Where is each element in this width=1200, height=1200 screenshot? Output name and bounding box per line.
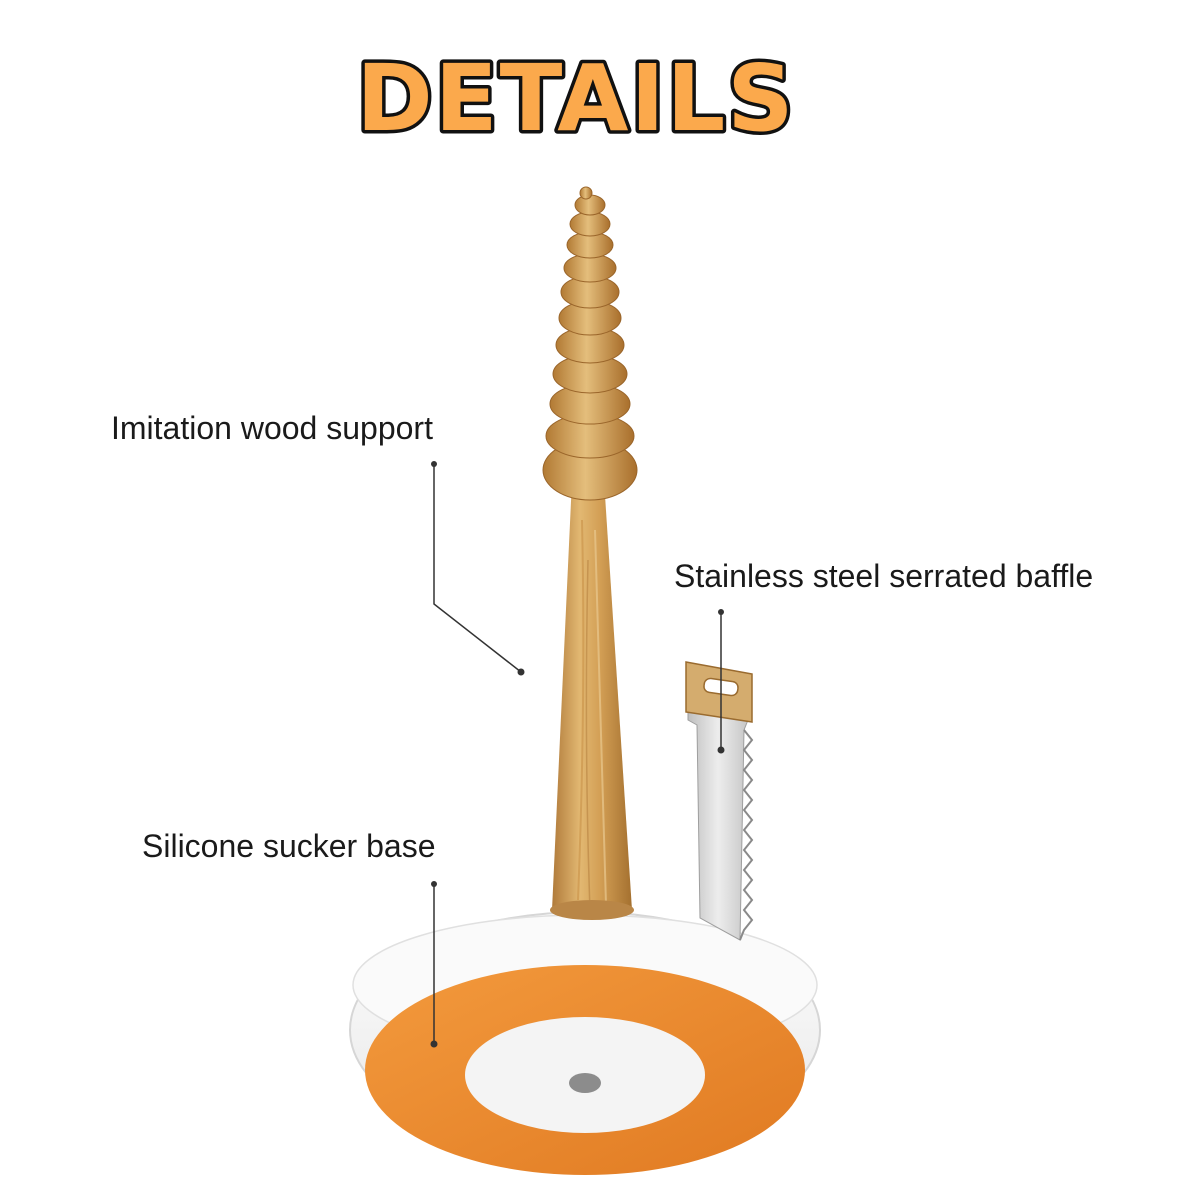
callout-silicone-sucker-base: Silicone sucker base [142, 828, 436, 864]
wood-pole-foot [550, 900, 634, 920]
leader-line-wood [433, 464, 522, 673]
wood-pole [552, 480, 632, 916]
leader-dots [430, 461, 725, 1048]
steel-serrated-baffle [685, 661, 754, 941]
leader-lines [433, 464, 722, 1044]
base-center-hole [569, 1073, 601, 1093]
details-title-text: DETAILS [356, 45, 795, 152]
callout-imitation-wood-support: Imitation wood support [111, 410, 433, 446]
callout-stainless-steel-serrated-baffle: Stainless steel serrated baffle [674, 558, 1094, 594]
details-title: DETAILS [353, 42, 797, 156]
threaded-rings [542, 186, 638, 501]
